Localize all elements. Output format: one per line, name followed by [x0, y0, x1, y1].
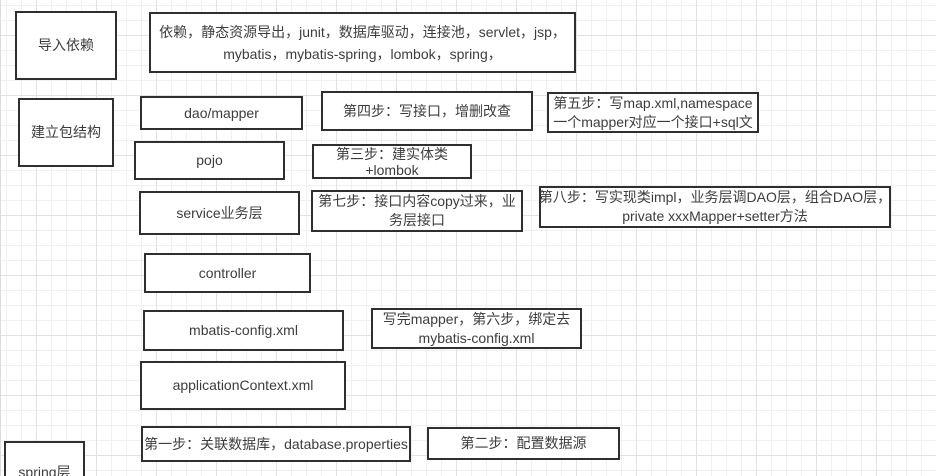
- node-dao-mapper[interactable]: dao/mapper: [140, 96, 303, 130]
- node-import-dependencies-label: 导入依赖: [38, 37, 94, 53]
- node-service-layer-label: service业务层: [176, 204, 263, 221]
- node-dependency-list-label: 依赖，静态资源导出，junit，数据库驱动，连接池，servlet，jsp， m…: [159, 23, 566, 62]
- node-step3-label: 第三步：建实体类 +lombok: [336, 145, 448, 178]
- node-step7[interactable]: 第七步：接口内容copy过来，业 务层接口: [311, 190, 523, 232]
- node-step8[interactable]: 第八步：写实现类impl，业务层调DAO层，组合DAO层， private xx…: [539, 186, 891, 228]
- node-mybatis-config-label: mbatis-config.xml: [189, 322, 298, 338]
- node-spring-layer-label: spring层: [18, 463, 71, 476]
- node-step4-label: 第四步：写接口，增删改查: [343, 102, 511, 119]
- node-pojo[interactable]: pojo: [134, 141, 285, 180]
- node-step2[interactable]: 第二步：配置数据源: [427, 427, 620, 460]
- node-service-layer[interactable]: service业务层: [139, 191, 300, 235]
- node-step6-label: 写完mapper，第六步，绑定去 mybatis-config.xml: [382, 310, 571, 346]
- node-step3[interactable]: 第三步：建实体类 +lombok: [312, 144, 472, 179]
- node-step7-label: 第七步：接口内容copy过来，业 务层接口: [318, 193, 516, 228]
- node-step5-label: 第五步：写map.xml,namespace 一个mapper对应一个接口+sq…: [553, 94, 753, 130]
- node-mybatis-config[interactable]: mbatis-config.xml: [143, 310, 344, 351]
- node-step1[interactable]: 第一步：关联数据库，database.properties: [141, 426, 411, 462]
- node-step1-label: 第一步：关联数据库，database.properties: [144, 435, 408, 452]
- node-import-dependencies[interactable]: 导入依赖: [15, 11, 117, 80]
- node-step8-label: 第八步：写实现类impl，业务层调DAO层，组合DAO层， private xx…: [538, 189, 892, 224]
- node-controller[interactable]: controller: [144, 253, 311, 293]
- node-package-structure-label: 建立包结构: [31, 124, 101, 140]
- node-step6[interactable]: 写完mapper，第六步，绑定去 mybatis-config.xml: [371, 308, 582, 349]
- node-package-structure[interactable]: 建立包结构: [18, 98, 114, 167]
- node-step5[interactable]: 第五步：写map.xml,namespace 一个mapper对应一个接口+sq…: [547, 92, 759, 133]
- node-spring-layer[interactable]: spring层: [4, 441, 85, 476]
- node-application-context[interactable]: applicationContext.xml: [140, 361, 346, 410]
- node-dependency-list[interactable]: 依赖，静态资源导出，junit，数据库驱动，连接池，servlet，jsp， m…: [149, 12, 576, 73]
- node-dao-mapper-label: dao/mapper: [184, 104, 259, 121]
- node-pojo-label: pojo: [196, 152, 223, 168]
- node-application-context-label: applicationContext.xml: [172, 377, 314, 393]
- node-step4[interactable]: 第四步：写接口，增删改查: [321, 91, 533, 131]
- node-controller-label: controller: [198, 264, 257, 281]
- node-step2-label: 第二步：配置数据源: [460, 435, 587, 451]
